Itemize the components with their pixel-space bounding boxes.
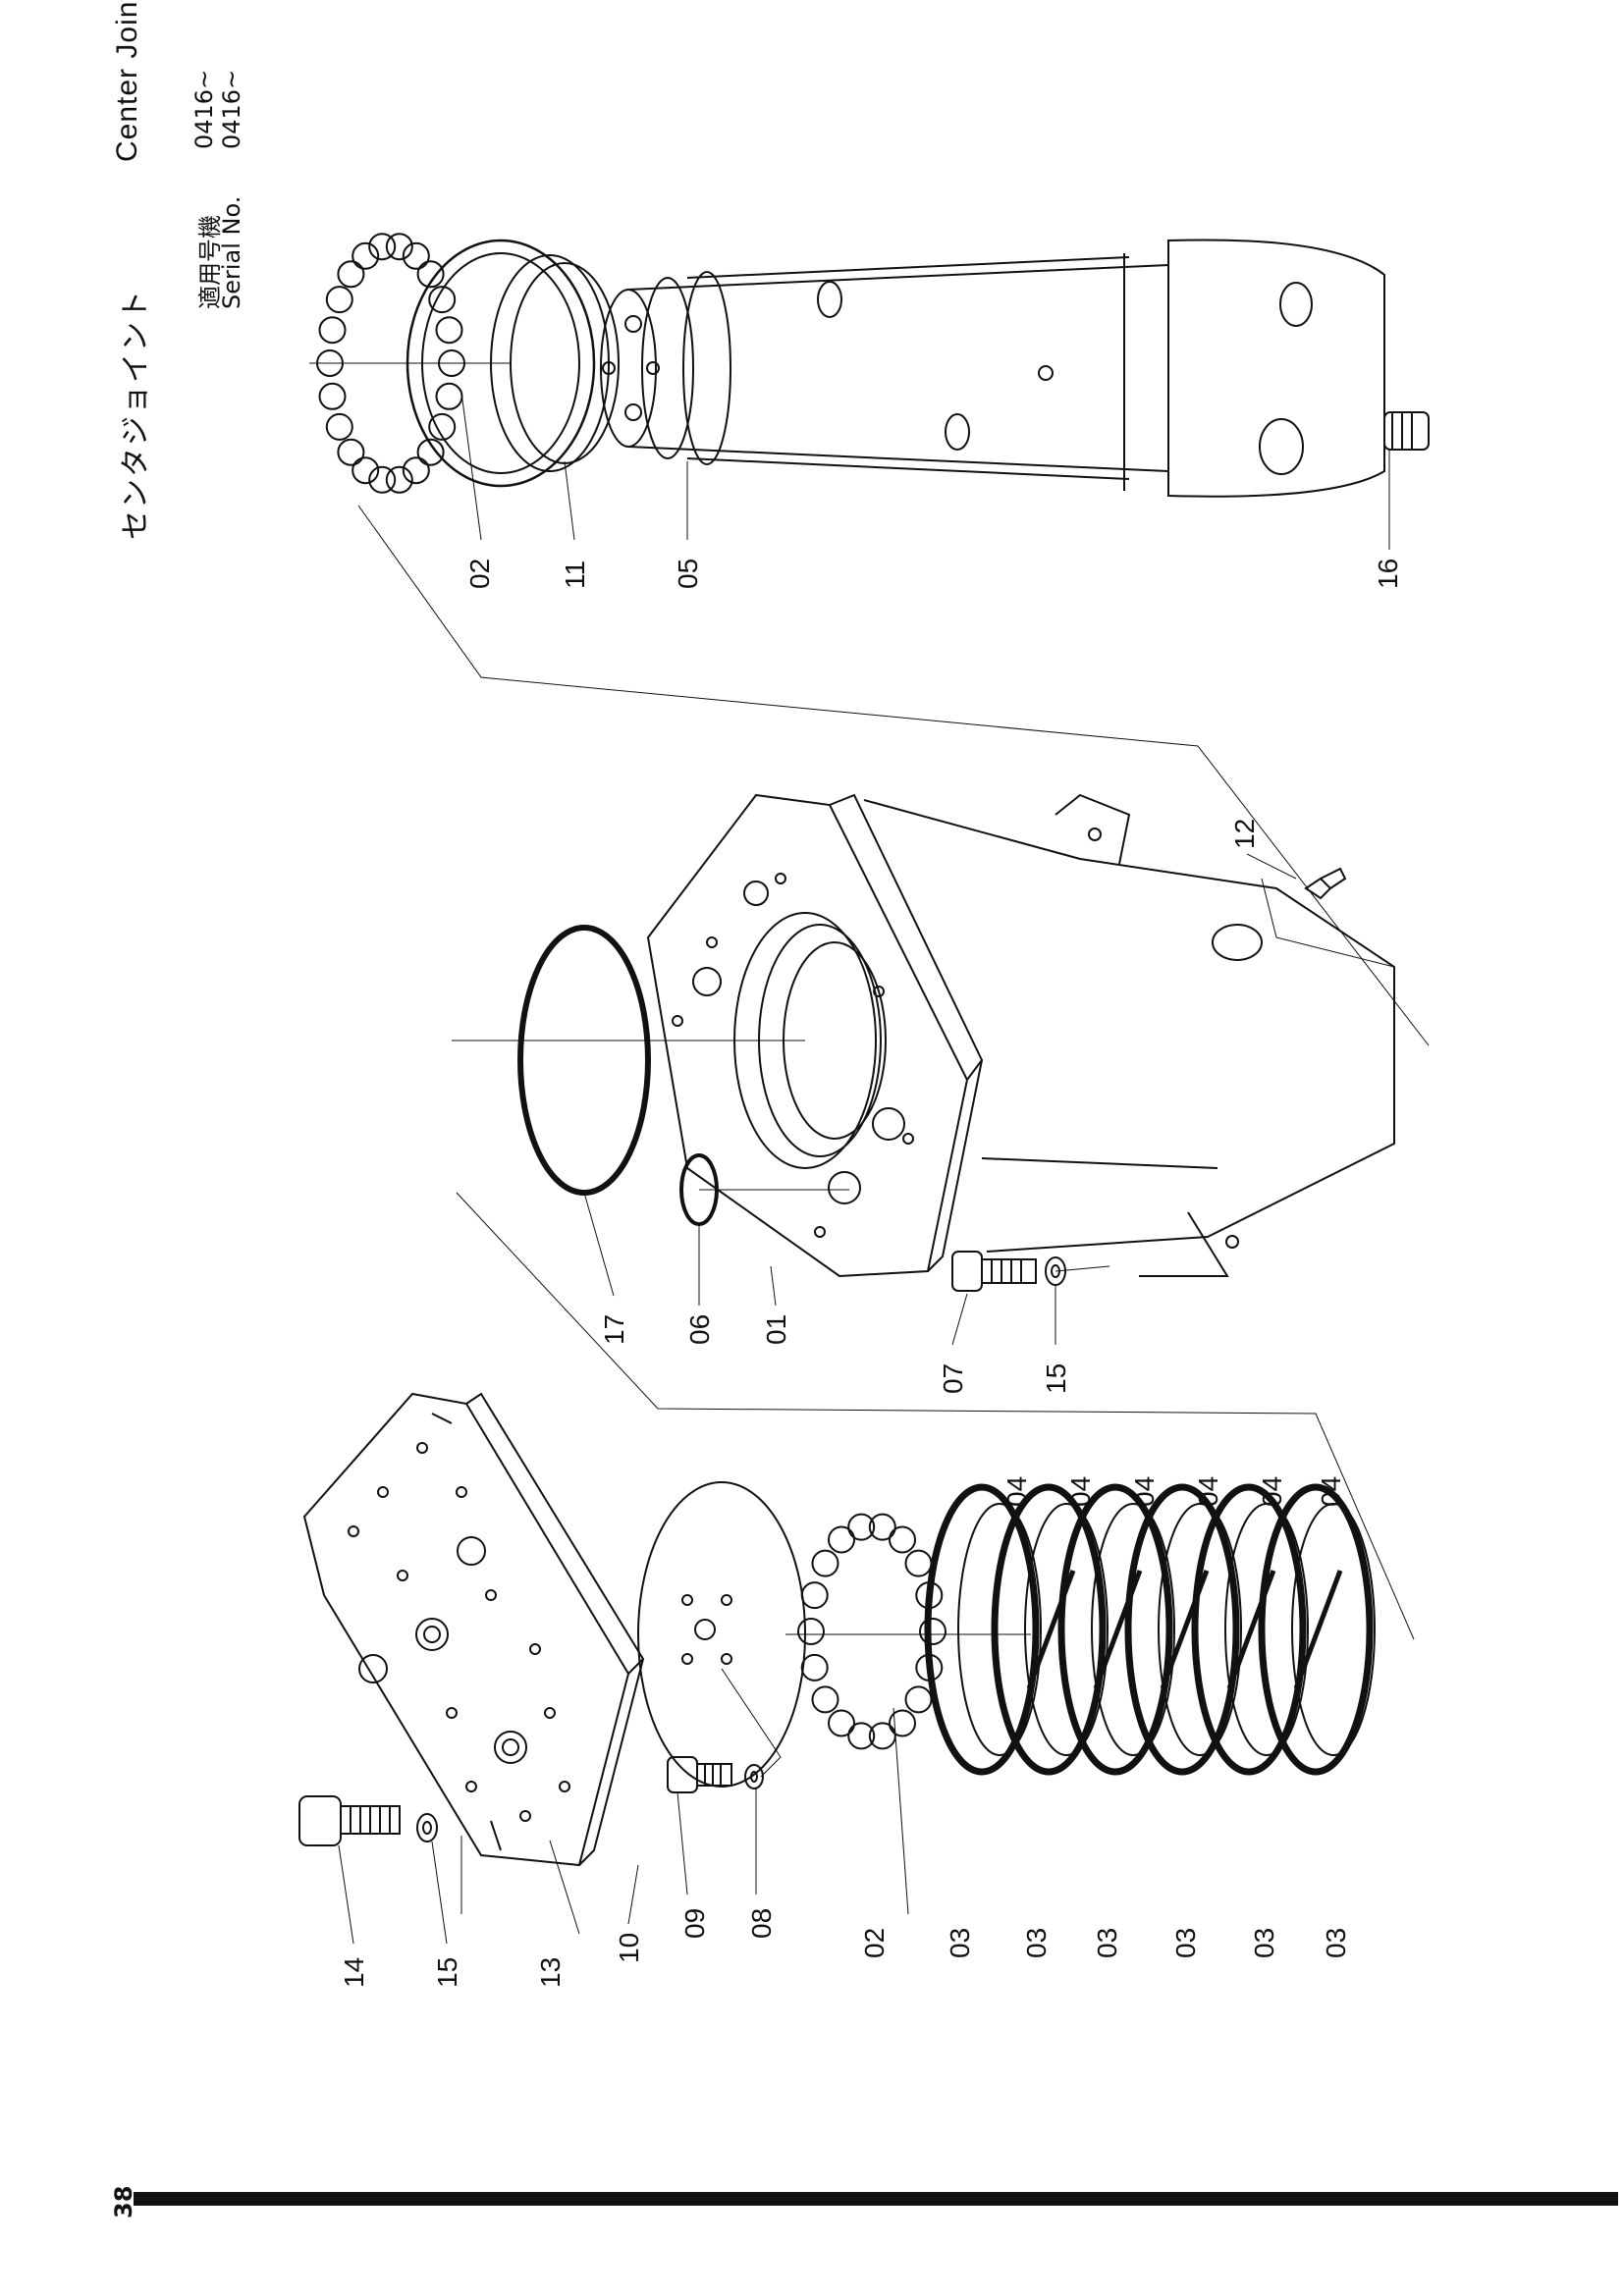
ball (904, 1549, 933, 1577)
callout-10: 10 (614, 1932, 644, 1963)
seal-slash (1293, 1570, 1343, 1689)
ball (847, 1513, 876, 1541)
callout-02-top: 02 (464, 558, 495, 589)
ball (847, 1722, 876, 1750)
callout-11: 11 (560, 560, 590, 589)
callout-12: 12 (1229, 818, 1260, 849)
ball (428, 286, 457, 314)
callout-03-d: 03 (1170, 1927, 1201, 1958)
ball (416, 260, 445, 289)
ball (368, 233, 397, 261)
ball (352, 241, 380, 270)
callout-04-b: 04 (1065, 1475, 1096, 1507)
callout-02-left: 02 (859, 1927, 890, 1958)
callout-07: 07 (938, 1362, 968, 1394)
ball (337, 260, 365, 289)
ball (325, 286, 353, 314)
callout-04-f: 04 (1316, 1475, 1346, 1507)
callout-14: 14 (339, 1956, 369, 1988)
cover-13 (302, 1392, 645, 1867)
footer-rule (134, 2192, 1618, 2206)
ball (402, 456, 430, 485)
ball (416, 438, 445, 466)
washer-08 (744, 1764, 764, 1789)
ball (889, 1525, 916, 1554)
seal-ring-03 (1224, 1503, 1309, 1756)
ball (919, 1618, 947, 1645)
callout-03-f: 03 (1321, 1927, 1351, 1958)
callout-04-a: 04 (1001, 1475, 1032, 1507)
ball (800, 1581, 829, 1610)
grease-fitting-12 (1304, 867, 1347, 900)
ball (325, 412, 353, 441)
leader-lines (309, 362, 1430, 1945)
housing-01 (646, 793, 1395, 1278)
ball (889, 1709, 916, 1737)
callout-08: 08 (746, 1907, 777, 1939)
callout-03-a: 03 (945, 1927, 975, 1958)
ball (385, 233, 413, 261)
ball (904, 1685, 933, 1714)
ball-ring-02-top (316, 233, 465, 494)
callout-01: 01 (761, 1313, 791, 1345)
callout-09: 09 (679, 1907, 710, 1939)
ball (811, 1549, 839, 1577)
ball (435, 316, 463, 345)
ball (402, 241, 430, 270)
callout-15-mid: 15 (1041, 1362, 1071, 1394)
ball (800, 1653, 829, 1682)
callout-13: 13 (535, 1956, 566, 1988)
ball (385, 465, 413, 494)
seal-ring-03 (1091, 1503, 1175, 1756)
callout-04-c: 04 (1129, 1475, 1160, 1507)
ball (337, 438, 365, 466)
callout-04-e: 04 (1257, 1475, 1287, 1507)
callout-06: 06 (684, 1313, 715, 1345)
seal-ring-04 (924, 1483, 1040, 1776)
ball (368, 465, 397, 494)
callout-05: 05 (673, 558, 703, 589)
shaft-05 (600, 239, 1385, 498)
callout-03-e: 03 (1249, 1927, 1279, 1958)
plug-16 (1383, 411, 1430, 451)
callout-04-d: 04 (1193, 1475, 1223, 1507)
ball (428, 412, 457, 441)
seal-ring-04 (1258, 1483, 1374, 1776)
ball (811, 1685, 839, 1714)
ball (318, 316, 347, 345)
washer-15-left (416, 1813, 438, 1842)
seal-ring-04 (1057, 1483, 1173, 1776)
seal-ring-03 (1024, 1503, 1109, 1756)
ball (828, 1709, 855, 1737)
ball (318, 382, 347, 410)
ball (828, 1525, 855, 1554)
seal-ring-04 (1124, 1483, 1240, 1776)
ball (868, 1513, 896, 1541)
callout-03-b: 03 (1021, 1927, 1052, 1958)
ball (797, 1618, 825, 1645)
callout-03-c: 03 (1092, 1927, 1122, 1958)
seal-ring-04 (1191, 1483, 1307, 1776)
ball-ring-02-left (797, 1513, 947, 1750)
seal-ring-03 (1158, 1503, 1242, 1756)
callout-15-left: 15 (432, 1956, 462, 1988)
plate-10 (637, 1481, 806, 1788)
callout-17: 17 (599, 1313, 629, 1345)
ball (435, 382, 463, 410)
seal-ring-04 (991, 1483, 1107, 1776)
bolt-14 (298, 1795, 401, 1846)
ball (352, 456, 380, 485)
o-ring-17 (517, 925, 651, 1196)
seal-ring-03 (957, 1503, 1042, 1756)
bolt-07 (951, 1251, 1037, 1292)
seal-stack-03-04 (924, 1483, 1376, 1776)
bolt-09 (667, 1756, 732, 1793)
seal-ring-03 (1291, 1503, 1376, 1756)
callout-16: 16 (1373, 558, 1403, 589)
